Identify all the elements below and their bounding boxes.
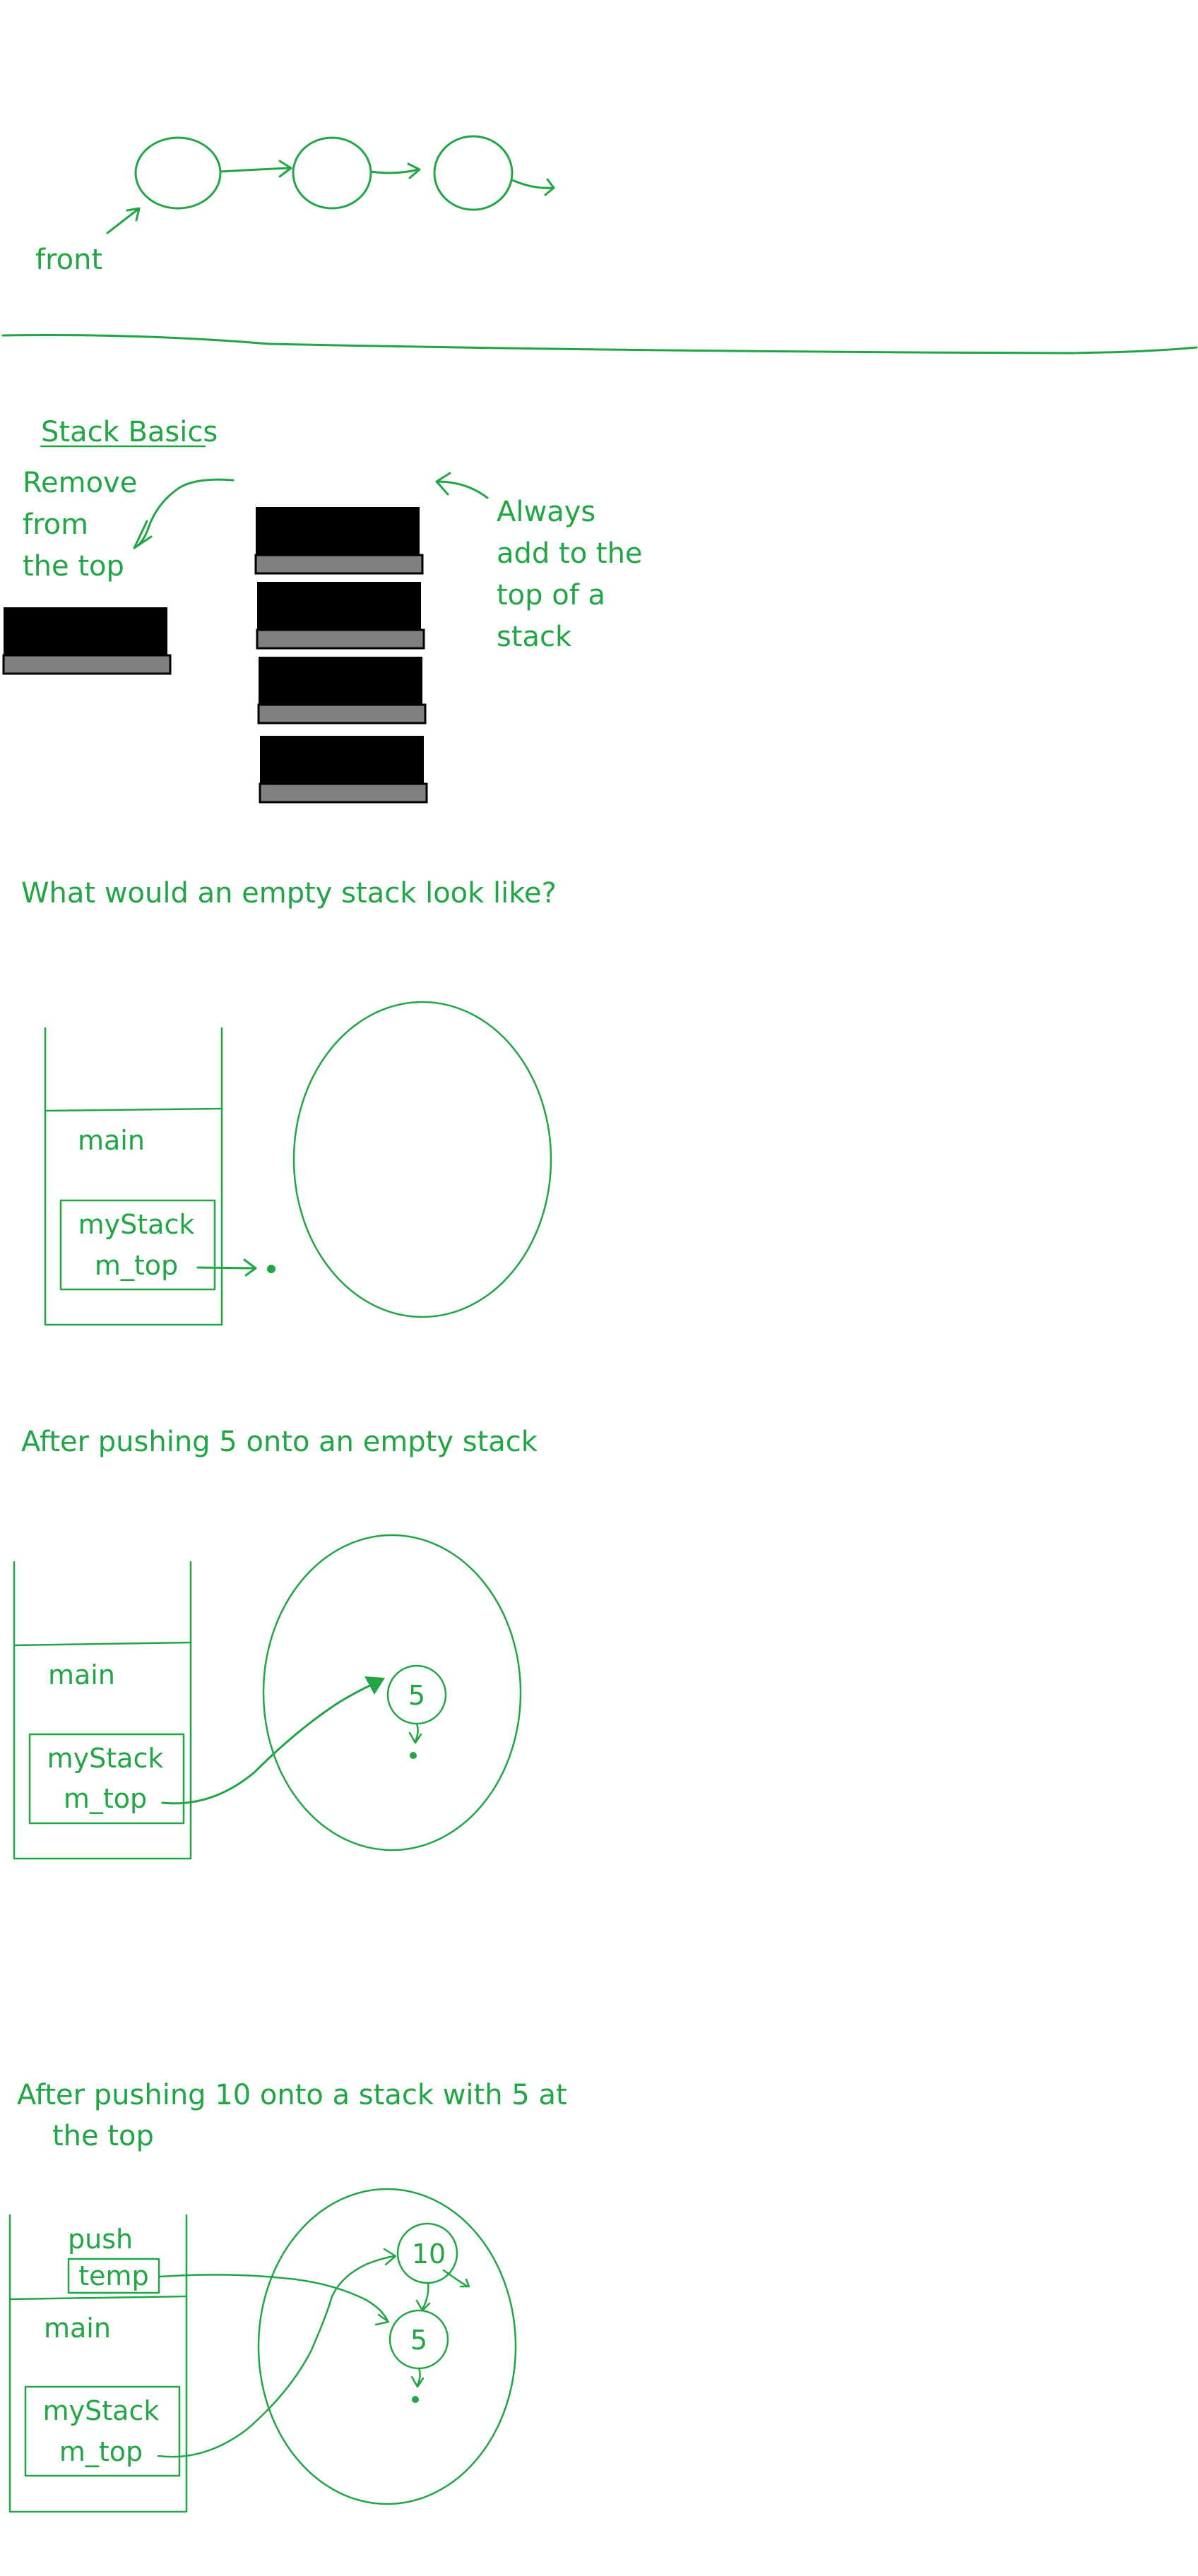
null-dot <box>267 1265 275 1273</box>
front-pointer-arrow <box>106 207 141 234</box>
stack-block-4 <box>259 736 428 804</box>
list-node-2 <box>292 136 372 210</box>
remove-note-line-2: from <box>23 508 88 541</box>
stack-basics-heading: Stack Basics <box>41 416 218 448</box>
empty-stack-question: What would an empty stack look like? <box>21 877 557 910</box>
call-stack-frame <box>44 1027 223 1326</box>
removed-block <box>2 607 172 675</box>
push-five-caption: After pushing 5 onto an empty stack <box>21 1426 538 1458</box>
node-10-stray-arrow <box>442 2269 470 2288</box>
node-5-next-arrow <box>410 2367 425 2388</box>
main-frame-label: main <box>48 1659 115 1690</box>
m-top-label: m_top <box>64 1783 147 1814</box>
node-5-value: 5 <box>408 1680 425 1711</box>
list-node-3 <box>433 135 514 211</box>
add-note-line-3: top of a <box>497 579 605 612</box>
mystack-variable-box <box>24 2385 181 2477</box>
add-note-line-2: add to the <box>497 537 643 570</box>
mystack-label: myStack <box>43 2395 160 2426</box>
empty-heap-region <box>292 1001 552 1318</box>
mystack-label: myStack <box>47 1743 164 1774</box>
heap-region <box>257 2188 517 2505</box>
remove-note-line-3: the top <box>23 550 124 583</box>
add-note-line-1: Always <box>497 496 595 528</box>
list-link-arrow-1 <box>219 160 292 178</box>
null-pointer-arrow <box>196 1258 257 1277</box>
node-10-value: 10 <box>412 2238 446 2270</box>
frame-divider <box>8 2295 188 2301</box>
mystack-label: myStack <box>78 1209 195 1240</box>
heap-region <box>262 1534 522 1852</box>
mystack-variable-box <box>28 1733 185 1825</box>
push-five-section: After pushing 5 onto an empty stack main… <box>13 1426 538 1860</box>
m-top-pointer <box>157 2248 397 2458</box>
call-stack-frame <box>13 1561 192 1860</box>
main-frame-label: main <box>44 2313 111 2344</box>
stack-block-2 <box>256 582 425 650</box>
list-link-arrow-3 <box>511 178 555 196</box>
call-stack-frame <box>8 2214 188 2513</box>
m-top-pointer <box>161 1679 383 1805</box>
m-top-pointer-head <box>364 1676 385 1695</box>
null-dot <box>412 2396 419 2403</box>
remove-arrow <box>133 478 235 549</box>
section-divider <box>1 334 1198 354</box>
frame-divider <box>44 1107 223 1112</box>
remove-note-line-1: Remove <box>23 467 137 499</box>
push-ten-caption-line-2: the top <box>52 2120 154 2152</box>
node-10-next-arrow <box>415 2282 431 2312</box>
front-label: front <box>35 244 102 276</box>
m-top-label: m_top <box>95 1250 178 1281</box>
list-node-1 <box>134 136 222 210</box>
mystack-variable-box <box>59 1199 216 1291</box>
stack-basics-section: Stack Basics Remove from the top Always … <box>2 416 643 804</box>
add-arrow <box>435 472 489 499</box>
linked-list-sketch: front <box>35 135 555 276</box>
temp-pointer <box>158 2274 390 2326</box>
push-ten-caption-line-1: After pushing 10 onto a stack with 5 at <box>17 2079 567 2111</box>
node-5-value: 5 <box>410 2325 427 2356</box>
node-5-next-arrow <box>408 1722 422 1744</box>
empty-stack-section: What would an empty stack look like? mai… <box>21 877 557 1326</box>
stack-block-1 <box>254 507 424 575</box>
stack-block-3 <box>257 657 427 724</box>
list-link-arrow-2 <box>369 162 421 179</box>
push-ten-section: After pushing 10 onto a stack with 5 at … <box>8 2079 567 2513</box>
null-dot <box>410 1752 417 1759</box>
temp-label: temp <box>78 2260 148 2291</box>
main-frame-label: main <box>78 1125 145 1156</box>
push-frame-label: push <box>68 2224 133 2255</box>
frame-divider <box>13 1641 192 1647</box>
m-top-label: m_top <box>59 2436 143 2467</box>
add-note-line-4: stack <box>497 621 572 653</box>
